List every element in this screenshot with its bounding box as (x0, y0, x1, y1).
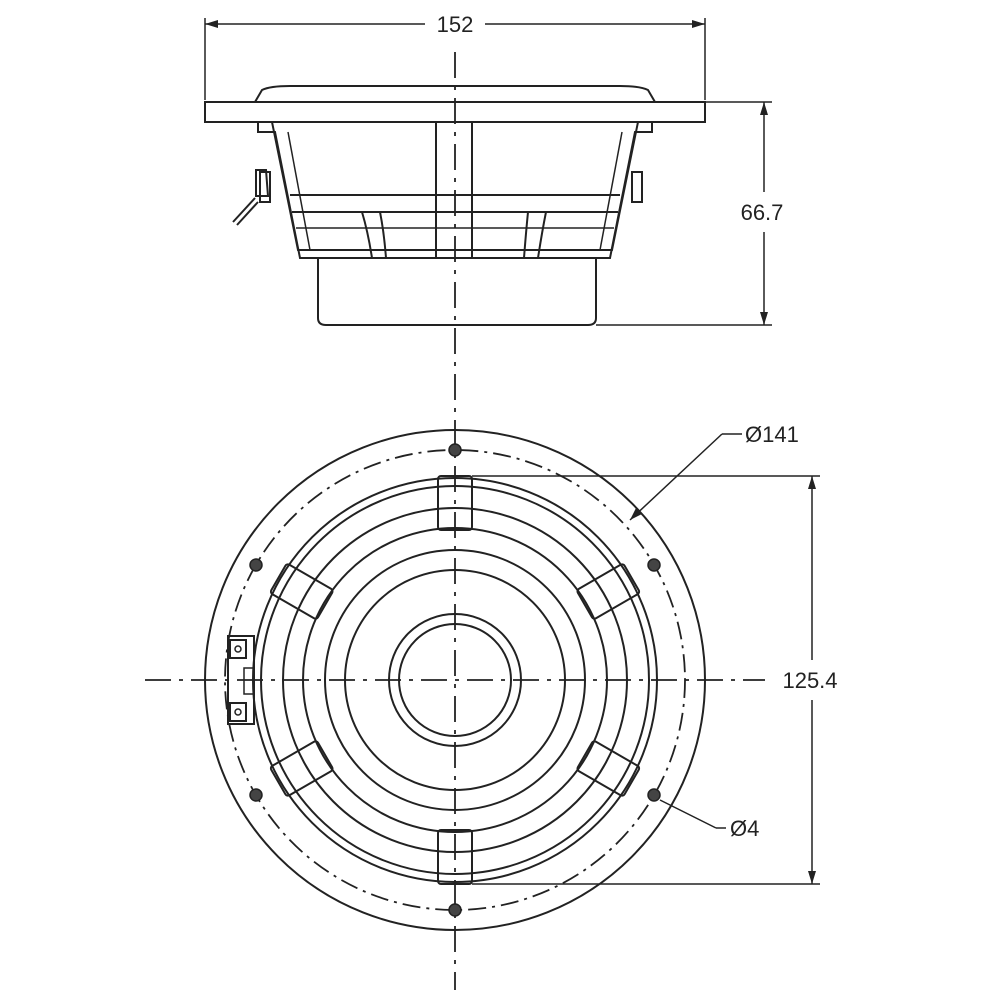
bolt-circle-label: Ø141 (745, 422, 799, 447)
mounting-holes (249, 443, 661, 917)
front-view (204, 429, 706, 931)
terminal-side (232, 169, 270, 226)
height-dimension: 66.7 (596, 101, 784, 326)
cone-ring (344, 569, 566, 791)
basket-ring-outer (282, 507, 628, 853)
width-dimension: 152 (204, 12, 706, 100)
dust-cap-outer (388, 613, 522, 747)
magnet (317, 258, 597, 326)
bolt-circle (224, 449, 686, 911)
basket-ring-inner (324, 549, 586, 811)
height-dimension-label: 66.7 (741, 200, 784, 225)
hole-callout: Ø4 (659, 799, 759, 841)
rib-span-dimension: 125.4 (472, 475, 838, 885)
terminal-front (227, 635, 255, 725)
surround-inner (260, 485, 650, 875)
rib-span-label: 125.4 (782, 668, 837, 693)
side-view: 152 (204, 12, 784, 326)
hole-diameter-label: Ø4 (730, 816, 759, 841)
basket-spokes (269, 475, 641, 885)
outer-frame-circle (204, 429, 706, 931)
basket-ring-middle (302, 527, 608, 833)
bolt-circle-callout: Ø141 (629, 422, 799, 521)
dust-cap-inner (398, 623, 512, 737)
width-dimension-label: 152 (437, 12, 474, 37)
